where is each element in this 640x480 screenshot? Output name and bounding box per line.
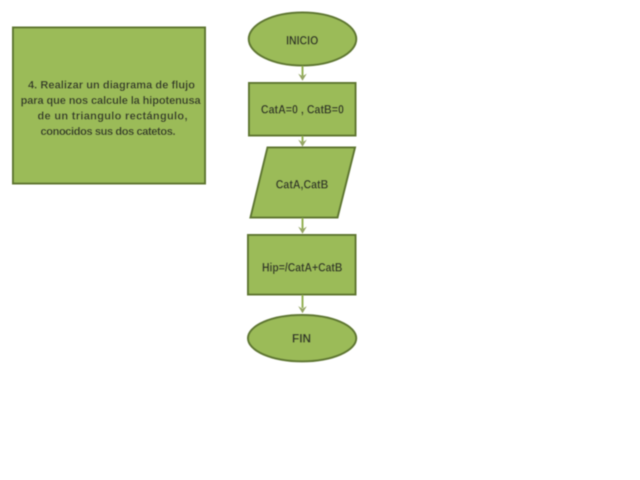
svg-text:para que nos calcule la hipote: para que nos calcule la hipotenusa [21, 95, 202, 107]
svg-text:CatA=0 , CatB=0: CatA=0 , CatB=0 [261, 105, 344, 117]
svg-text:de un triangulo rectángulo,: de un triangulo rectángulo, [38, 111, 188, 123]
svg-text:CatA,CatB: CatA,CatB [276, 179, 329, 191]
svg-text:FIN: FIN [292, 334, 311, 346]
svg-text:Hip=/CatA+CatB: Hip=/CatA+CatB [262, 262, 343, 274]
svg-text:4. Realizar un diagrama de flu: 4. Realizar un diagrama de flujo [28, 80, 195, 92]
svg-text:conocidos sus dos catetos.: conocidos sus dos catetos. [41, 126, 176, 138]
svg-text:INICIO: INICIO [286, 35, 318, 47]
